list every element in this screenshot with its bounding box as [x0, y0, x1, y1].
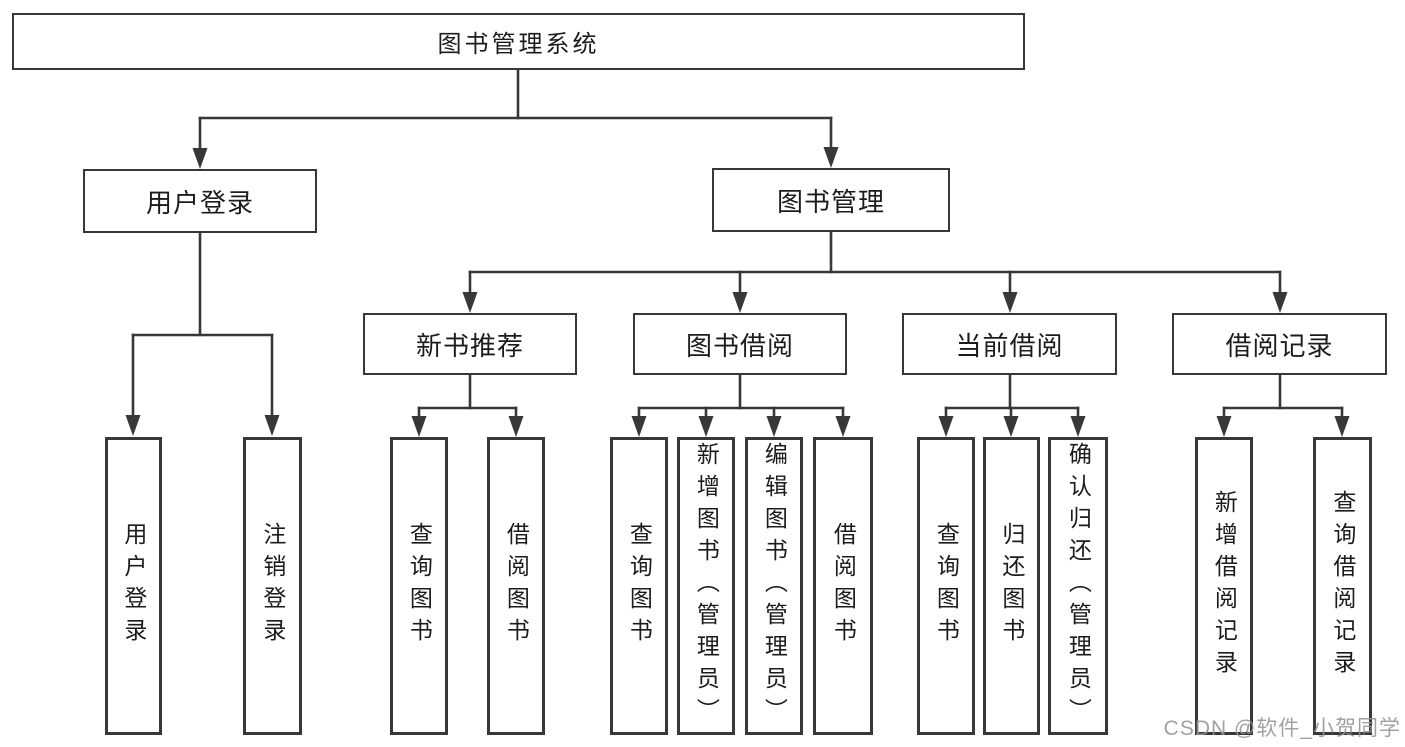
leaf-label: 归还图书 — [998, 522, 1025, 650]
leaf-query-borrow-record: 查询借阅记录 — [1313, 437, 1372, 735]
leaf-add-borrow-record: 新增借阅记录 — [1195, 437, 1253, 735]
watermark: CSDN @软件_小贺同学 — [1163, 717, 1401, 740]
node-root: 图书管理系统 — [12, 13, 1025, 70]
leaf-label: 查询图书 — [933, 522, 960, 650]
node-borrow-record: 借阅记录 — [1172, 313, 1387, 375]
leaf-label: 查询图书 — [626, 522, 653, 650]
node-borrow-record-label: 借阅记录 — [1225, 330, 1334, 361]
leaf-label: 编辑图书（管理员） — [761, 442, 788, 730]
node-book-management: 图书管理 — [712, 168, 950, 232]
leaf-borrow-books-recommend: 借阅图书 — [487, 437, 545, 735]
leaf-label: 查询借阅记录 — [1329, 490, 1356, 682]
node-user-login: 用户登录 — [83, 169, 317, 233]
leaf-edit-books-admin: 编辑图书（管理员） — [745, 437, 803, 735]
leaf-label: 注销登录 — [259, 522, 286, 650]
leaf-label: 新增图书（管理员） — [693, 442, 720, 730]
node-book-borrow: 图书借阅 — [633, 313, 847, 375]
leaf-label: 确认归还（管理员） — [1065, 442, 1092, 730]
leaf-query-books-current: 查询图书 — [917, 437, 975, 735]
node-current-borrow-label: 当前借阅 — [955, 330, 1064, 361]
leaf-borrow-books-borrow: 借阅图书 — [813, 437, 873, 735]
node-book-borrow-label: 图书借阅 — [685, 330, 794, 361]
leaf-label: 查询图书 — [406, 522, 433, 650]
leaf-return-books: 归还图书 — [983, 437, 1040, 735]
leaf-label: 借阅图书 — [503, 522, 530, 650]
node-new-book-recommend-label: 新书推荐 — [415, 330, 524, 361]
node-user-login-label: 用户登录 — [145, 187, 254, 218]
leaf-label: 用户登录 — [120, 522, 147, 650]
leaf-query-books-recommend: 查询图书 — [390, 437, 448, 735]
leaf-query-books-borrow: 查询图书 — [610, 437, 668, 735]
leaf-logout-login: 注销登录 — [243, 437, 302, 735]
node-new-book-recommend: 新书推荐 — [363, 313, 577, 375]
leaf-confirm-return-admin: 确认归还（管理员） — [1048, 437, 1108, 735]
leaf-label: 新增借阅记录 — [1211, 490, 1238, 682]
leaf-user-login: 用户登录 — [105, 437, 162, 735]
node-current-borrow: 当前借阅 — [902, 313, 1117, 375]
leaf-add-books-admin: 新增图书（管理员） — [677, 437, 735, 735]
node-root-label: 图书管理系统 — [437, 31, 600, 58]
leaf-label: 借阅图书 — [830, 522, 857, 650]
node-book-management-label: 图书管理 — [776, 186, 885, 217]
